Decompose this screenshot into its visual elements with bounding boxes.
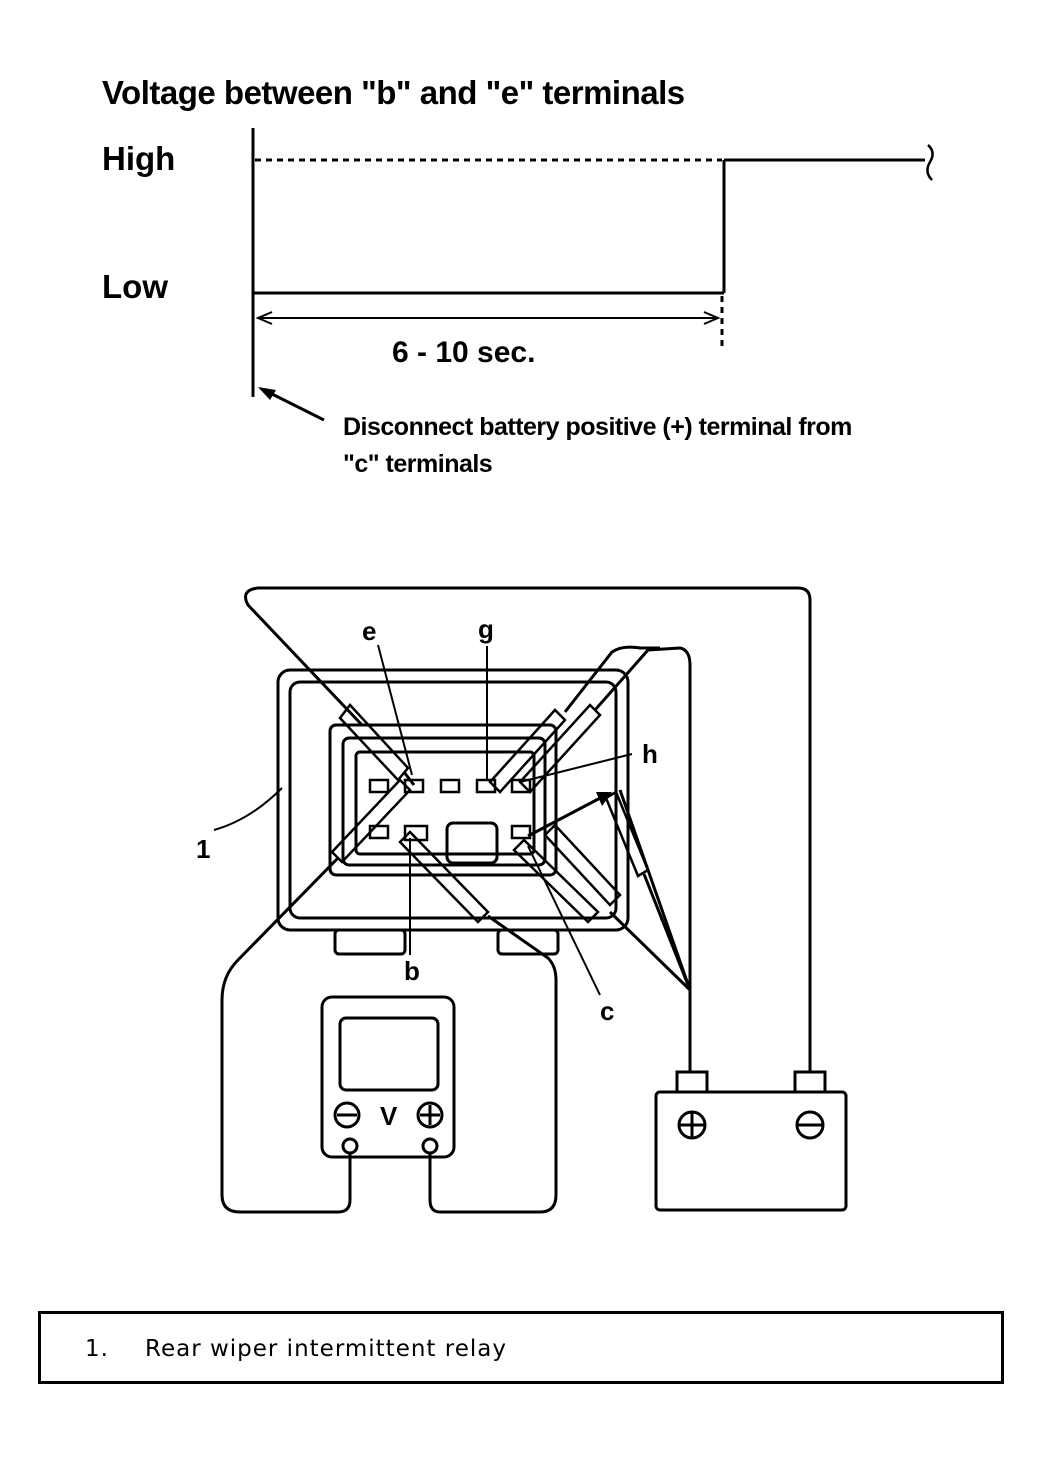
probe-terminal-g [488, 645, 692, 1072]
terminal-b-label: b [404, 956, 420, 986]
voltmeter-positive-terminal-icon [416, 1101, 444, 1129]
move-lead-arrow [527, 792, 612, 838]
terminal-pins-bottom [368, 824, 532, 842]
terminal-h-label: h [642, 739, 658, 769]
wiring-diagram [213, 586, 848, 1214]
diagram-labels: e g h b c 1 V [196, 614, 658, 1131]
voltmeter-label: V [380, 1101, 398, 1131]
duration-arrow-left [255, 311, 273, 325]
level-low-label: Low [102, 268, 168, 305]
legend-item-label: Rear wiper intermittent relay [145, 1336, 507, 1362]
voltmeter [320, 995, 456, 1159]
timing-chart: Voltage between "b" and "e" terminals Hi… [102, 74, 934, 478]
probe-voltmeter-negative [220, 778, 412, 1214]
legend-box: 1. Rear wiper intermittent relay [38, 1311, 1004, 1384]
probe-terminal-e [338, 703, 416, 786]
callout-1-label: 1 [196, 834, 210, 864]
note-line-2: "c" terminals [343, 450, 492, 478]
battery-positive-terminal-icon [677, 1110, 707, 1140]
duration-label: 6 - 10 sec. [392, 336, 535, 369]
level-high-label: High [102, 140, 175, 177]
legend-item-number: 1. [85, 1336, 109, 1362]
probe-terminal-c [512, 823, 692, 992]
duration-arrow-right [703, 311, 721, 325]
relay-body [276, 668, 630, 956]
note-line-1: Disconnect battery positive (+) terminal… [343, 413, 852, 441]
battery-negative-terminal-icon [795, 1110, 825, 1140]
terminal-g-label: g [478, 614, 494, 644]
chart-title: Voltage between "b" and "e" terminals [102, 74, 685, 111]
probe-battery-positive [604, 789, 692, 991]
note-pointer-line [263, 388, 325, 422]
break-symbol [926, 144, 934, 181]
battery [654, 1070, 848, 1212]
label-leaders [213, 644, 633, 996]
note-pointer-head [258, 387, 276, 400]
voltmeter-negative-terminal-icon [333, 1101, 361, 1129]
terminal-c-label: c [600, 996, 614, 1026]
probe-terminal-b [398, 830, 558, 1214]
battery-negative-wire [244, 586, 812, 1072]
terminal-e-label: e [362, 616, 376, 646]
